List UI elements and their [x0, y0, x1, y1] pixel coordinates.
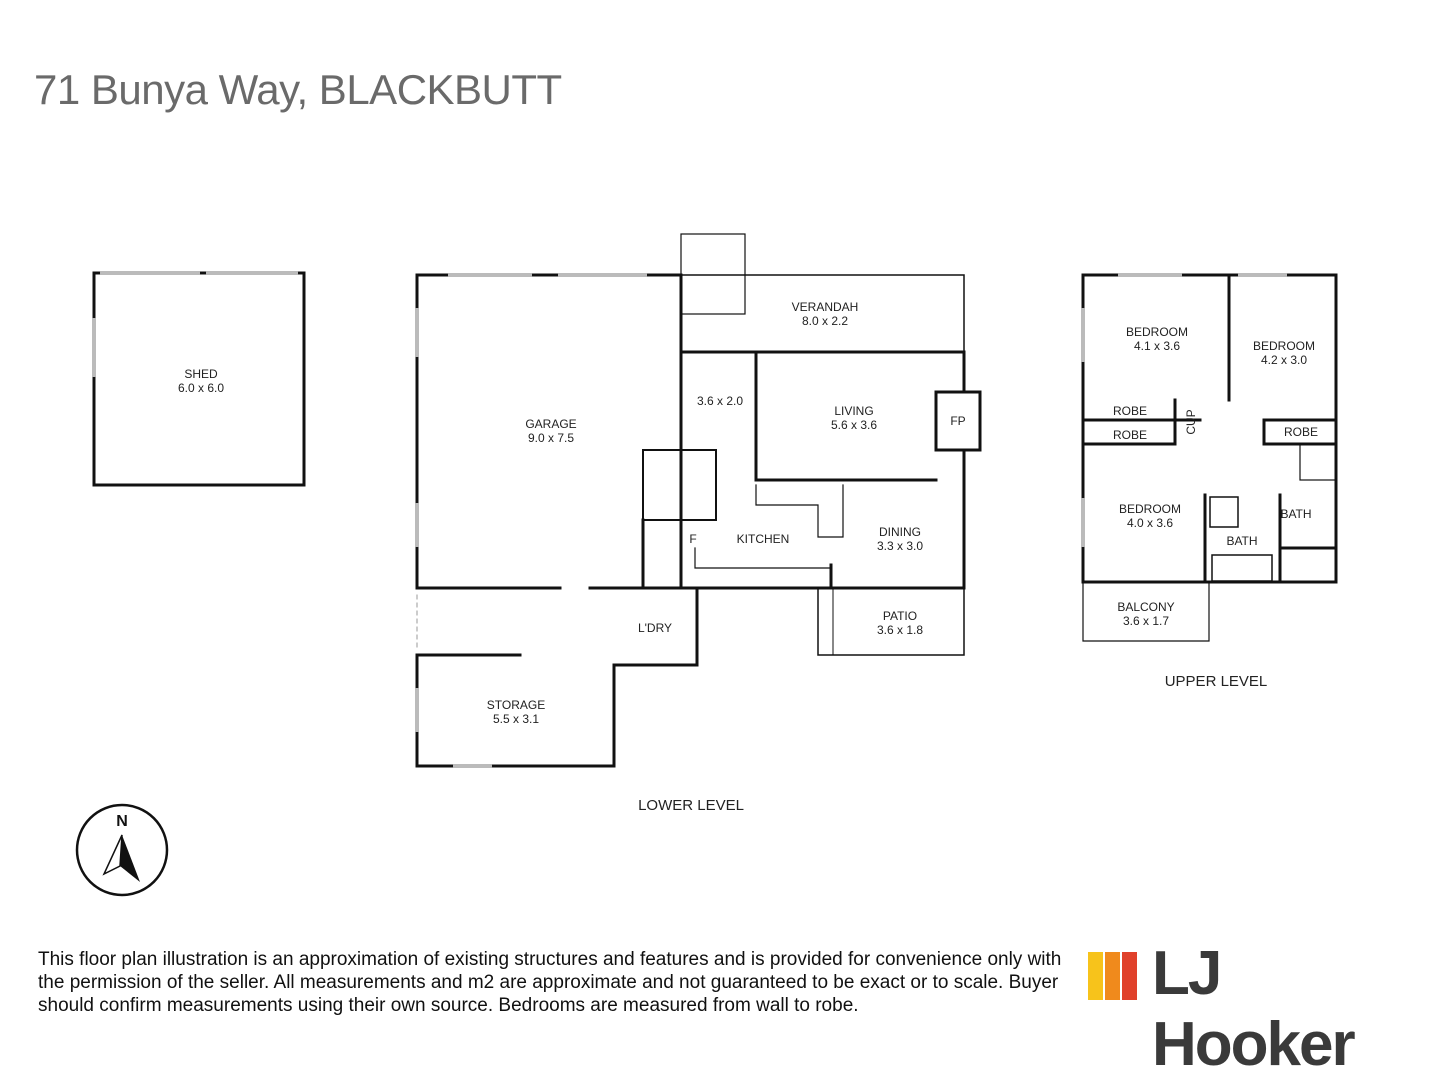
balcony-name: BALCONY: [1117, 600, 1174, 614]
cupboard-label: CUP: [1184, 409, 1198, 434]
bedroom-3-name: BEDROOM: [1119, 502, 1181, 516]
robe-2-label: ROBE: [1113, 428, 1147, 442]
fireplace-label: FP: [950, 414, 965, 428]
kitchen-name: KITCHEN: [737, 532, 790, 546]
disclaimer-text: This floor plan illustration is an appro…: [38, 949, 1062, 1016]
upper-level-walls: [1081, 273, 1338, 642]
brand-name: LJ Hooker: [1152, 939, 1356, 1079]
bedroom-1-name: BEDROOM: [1126, 325, 1188, 339]
living-name: LIVING: [834, 404, 873, 418]
robe-1-label: ROBE: [1113, 404, 1147, 418]
shed-dims: 6.0 x 6.0: [178, 381, 224, 395]
bath-2-label: BATH: [1226, 534, 1257, 548]
fridge-label: F: [689, 532, 696, 546]
bedroom-2-name: BEDROOM: [1253, 339, 1315, 353]
lower-level-walls: [415, 233, 982, 768]
room-labels: SHED 6.0 x 6.0 GARAGE 9.0 x 7.5 VERANDAH…: [178, 300, 1318, 814]
brand-bar-red: [1122, 952, 1137, 1000]
patio-name: PATIO: [883, 609, 917, 623]
brand-bar-yellow: [1088, 952, 1103, 1000]
page-title: 71 Bunya Way, BLACKBUTT: [34, 66, 562, 113]
upper-level-label: UPPER LEVEL: [1165, 673, 1268, 690]
verandah-name: VERANDAH: [792, 300, 859, 314]
shed-name: SHED: [184, 367, 218, 381]
lower-level-label: LOWER LEVEL: [638, 797, 744, 814]
dining-dims: 3.3 x 3.0: [877, 539, 923, 553]
garage-name: GARAGE: [525, 417, 576, 431]
compass-north-label: N: [116, 813, 128, 830]
storage-dims: 5.5 x 3.1: [493, 712, 539, 726]
laundry-name: L'DRY: [638, 621, 672, 635]
bedroom-3-dims: 4.0 x 3.6: [1127, 516, 1173, 530]
bedroom-1-dims: 4.1 x 3.6: [1134, 339, 1180, 353]
storage-name: STORAGE: [487, 698, 545, 712]
robe-3-label: ROBE: [1284, 425, 1318, 439]
bedroom-2-dims: 4.2 x 3.0: [1261, 353, 1307, 367]
verandah-dims: 8.0 x 2.2: [802, 314, 848, 328]
brand-logo: LJ Hooker: [1088, 939, 1418, 1079]
compass-icon: N: [75, 803, 169, 897]
balcony-dims: 3.6 x 1.7: [1123, 614, 1169, 628]
brand-bar-orange: [1105, 952, 1120, 1000]
living-dims: 5.6 x 3.6: [831, 418, 877, 432]
garage-dims: 9.0 x 7.5: [528, 431, 574, 445]
room-3-6-dims: 3.6 x 2.0: [697, 394, 743, 408]
patio-dims: 3.6 x 1.8: [877, 623, 923, 637]
shed-outline: [92, 271, 306, 487]
dining-name: DINING: [879, 525, 921, 539]
brand-color-bars: [1088, 952, 1140, 1000]
bath-1-label: BATH: [1280, 507, 1311, 521]
